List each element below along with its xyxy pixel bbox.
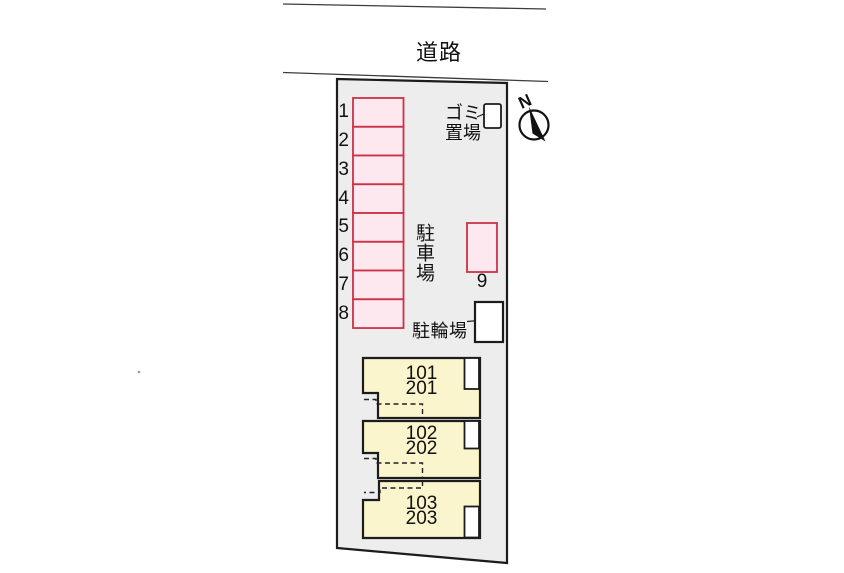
parking-stall-9 (466, 222, 498, 273)
stall-number-6: 6 (338, 245, 349, 266)
building-102-entry-notch (463, 420, 480, 450)
parking-stall-4 (352, 183, 405, 214)
compass-needle (529, 106, 546, 142)
stall-number-9: 9 (476, 271, 488, 292)
parking-stall-3 (352, 154, 405, 186)
parking-stall-1 (352, 97, 405, 128)
parking-stall-8 (352, 298, 405, 329)
stall-number-2: 2 (338, 130, 349, 151)
parking-stall-5 (352, 212, 405, 243)
road-edge-line-bottom (282, 71, 549, 83)
road-label: 道路 (416, 40, 463, 65)
bicycle-parking-rect (473, 300, 505, 344)
building-103-approach-path (364, 481, 424, 494)
building-101-201 (361, 356, 482, 420)
stall-number-5: 5 (338, 216, 349, 237)
stall-number-3: 3 (338, 159, 349, 180)
stall-number-7: 7 (338, 274, 349, 295)
parking-stall-7 (352, 269, 405, 301)
compass-icon (518, 106, 550, 142)
garbage-bin-icon (483, 103, 502, 129)
stall-number-1: 1 (338, 101, 349, 122)
road-edge-line-top (282, 3, 547, 10)
bicycle-area-label: 駐輪場 (412, 321, 468, 341)
parking-stall-6 (352, 240, 405, 272)
stall-number-4: 4 (338, 188, 349, 209)
building-101-entry-notch (463, 357, 480, 390)
building-102-202 (361, 419, 482, 480)
building-103-203 (361, 479, 482, 540)
building-101-201-label: 101 201 (405, 363, 438, 399)
parking-stall-2 (352, 125, 405, 157)
compass-circle (518, 109, 550, 141)
garbage-area-label: ゴミ 置場 (445, 103, 481, 143)
building-103-entry-notch (463, 505, 480, 539)
building-103-203-label: 103 203 (405, 493, 438, 529)
parking-area-label: 駐車場 (413, 223, 434, 283)
parking-stalls (352, 97, 405, 329)
stall-number-8: 8 (338, 303, 349, 324)
stray-dot (137, 370, 141, 374)
building-102-202-label: 102 202 (405, 423, 438, 459)
